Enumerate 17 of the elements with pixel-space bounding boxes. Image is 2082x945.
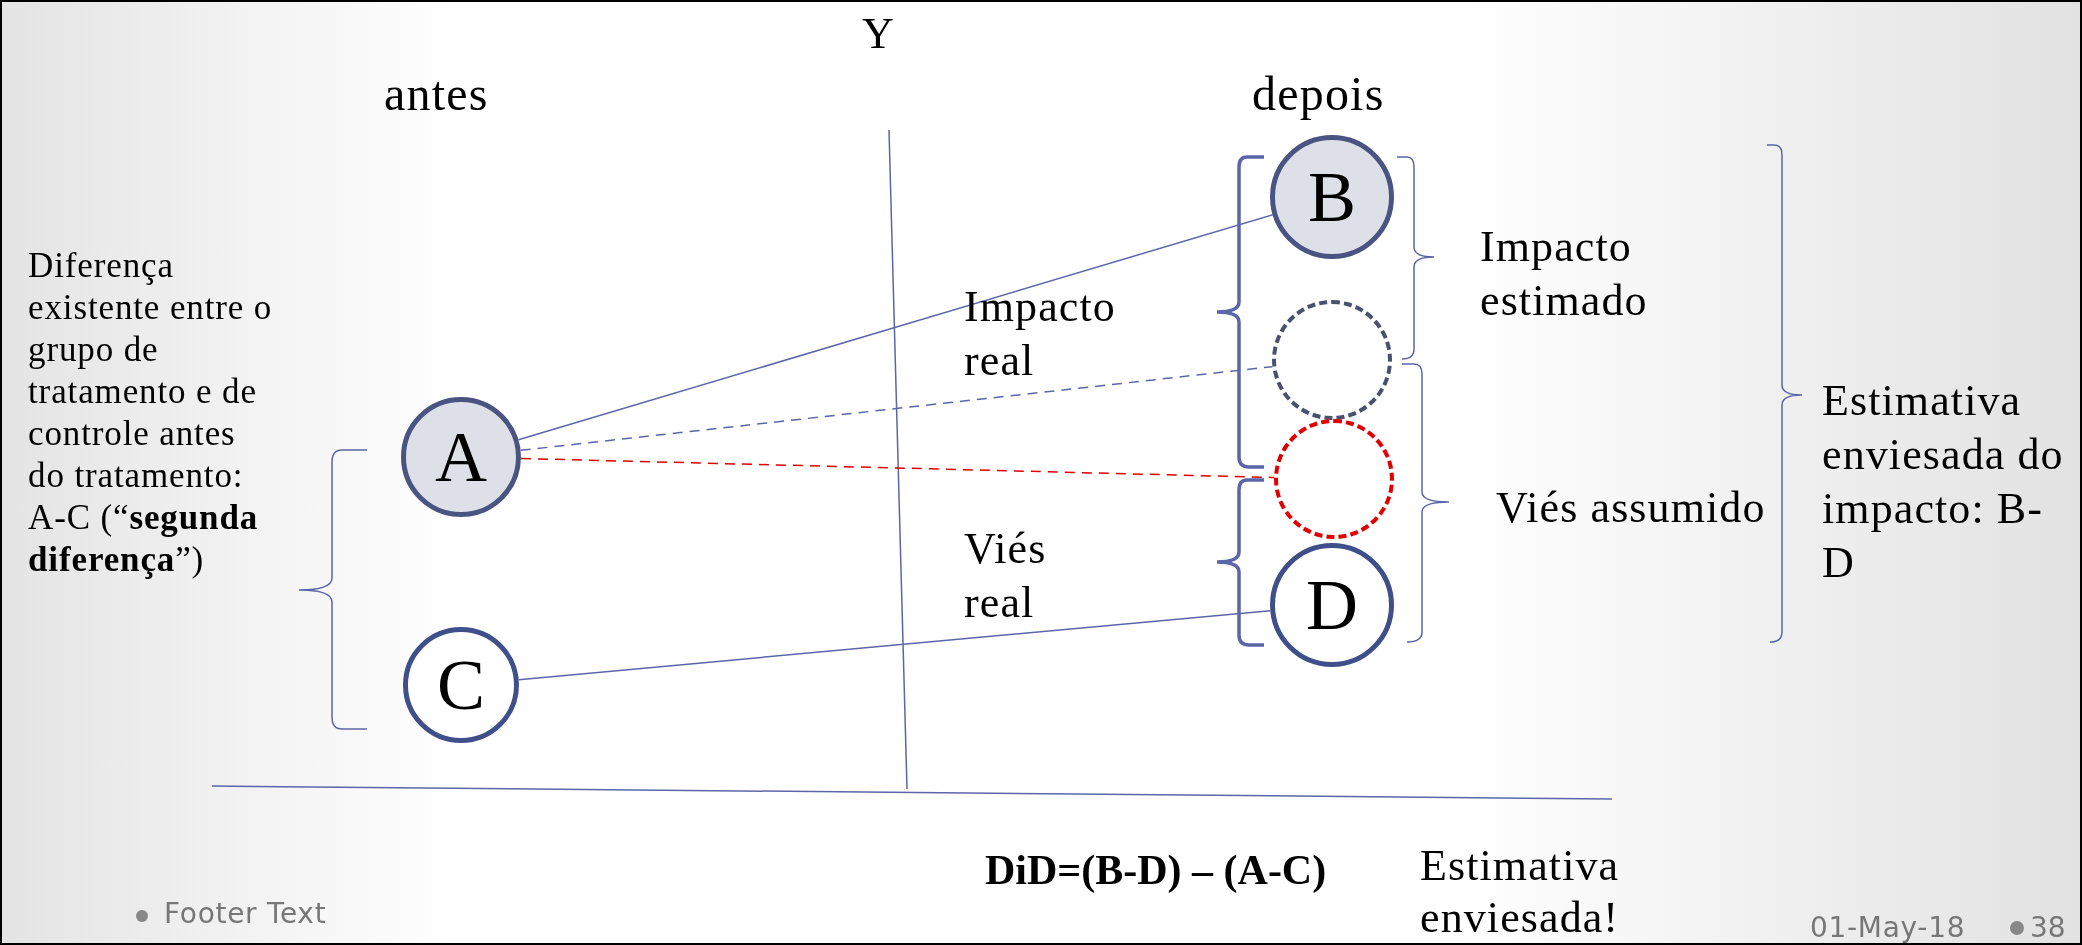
bracket-label: Impacto estimado [1480, 221, 1649, 327]
footer-date: 01-May-18 [1810, 910, 1966, 943]
connector-line [520, 457, 1275, 479]
footer-text: Footer Text [164, 896, 327, 932]
note-text: Diferença existente entre o grupo de tratamento e de controle antes do tratamento: A-C (“segunda diferença”) [28, 245, 274, 581]
bracket-label: Impacto real [964, 281, 1117, 387]
connector-line [519, 365, 1274, 452]
note-text: Estimativa enviesada! [1420, 840, 1621, 943]
connector-line [518, 609, 1271, 681]
bracket-label: Viés assumido [1496, 482, 1766, 534]
page-number: 38 [2030, 910, 2066, 943]
formula-text: DiD=(B-D) – (A-C) [985, 846, 1327, 895]
column-label: antes [384, 66, 489, 122]
column-label: depois [1252, 66, 1385, 122]
bracket-label: Viés real [964, 523, 1048, 629]
bracket-label: Estimativa enviesada do impacto: B-D [1822, 375, 2065, 589]
axis-label: Y [862, 8, 894, 60]
